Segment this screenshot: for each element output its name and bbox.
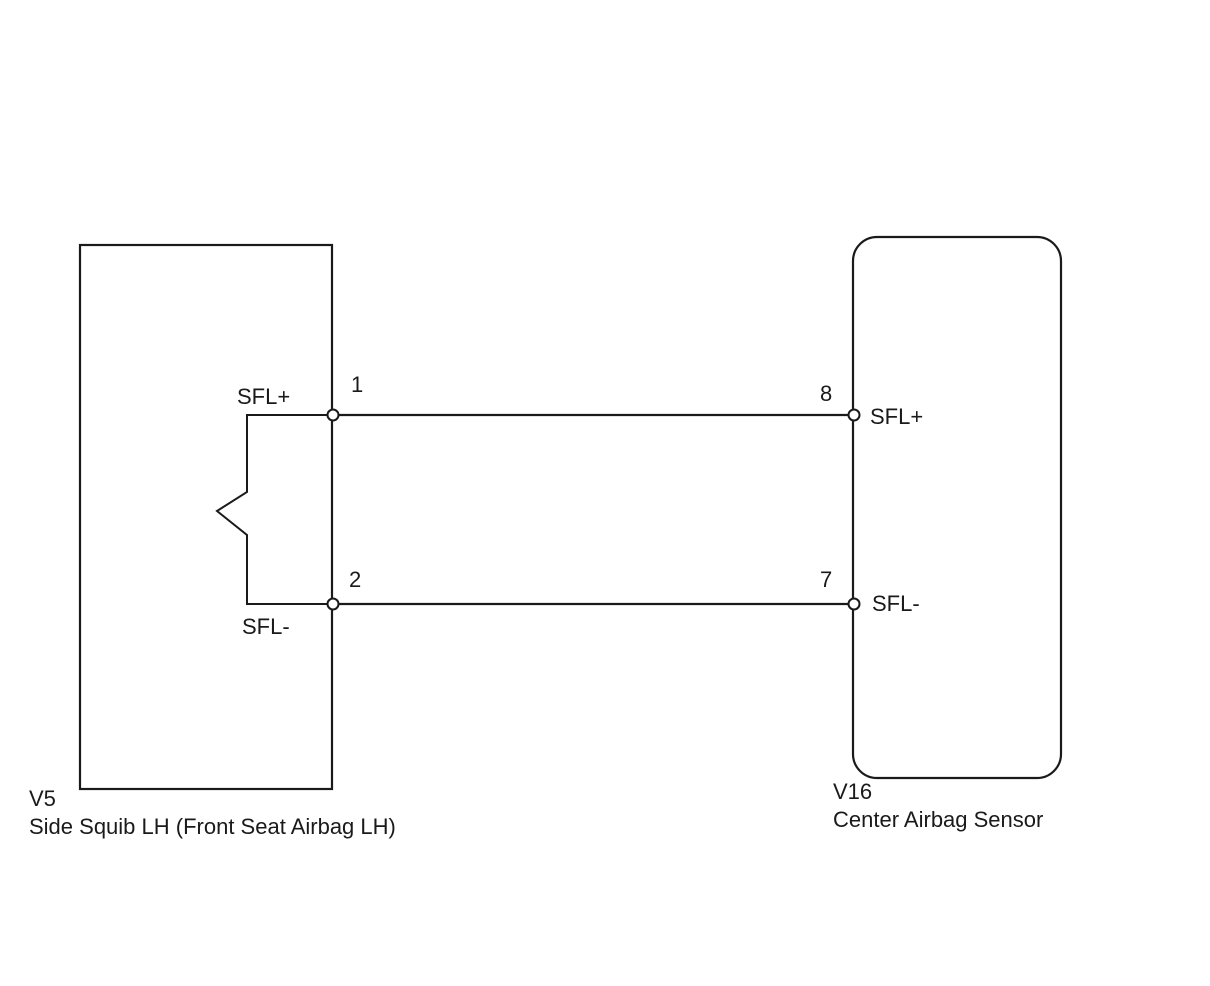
v5-pin-number-1: 1 [351, 372, 363, 397]
component-v5: SFL+ SFL- 1 2 V5 Side Squib LH (Front Se… [29, 243, 396, 839]
v16-pin-number-7: 7 [820, 567, 832, 592]
v5-pin-signal-plus: SFL+ [237, 384, 290, 409]
v5-pin-number-2: 2 [349, 567, 361, 592]
v5-component-name: Side Squib LH (Front Seat Airbag LH) [29, 814, 396, 839]
v5-pin-signal-minus: SFL- [242, 614, 290, 639]
v16-pin-signal-plus: SFL+ [870, 404, 923, 429]
component-v16: SFL+ SFL- 8 7 V16 Center Airbag Sensor [820, 235, 1063, 832]
terminal-v5-2 [326, 597, 340, 611]
v16-component-name: Center Airbag Sensor [833, 807, 1043, 832]
v5-connector-code: V5 [29, 786, 56, 811]
v16-pin-number-8: 8 [820, 381, 832, 406]
v16-pin-signal-minus: SFL- [872, 591, 920, 616]
terminal-v16-8 [847, 408, 861, 422]
terminal-v16-7 [847, 597, 861, 611]
squib-element-icon [215, 414, 332, 605]
side-squib-box [78, 243, 334, 791]
v16-connector-code: V16 [833, 779, 872, 804]
terminal-v5-1 [326, 408, 340, 422]
center-airbag-sensor-box [851, 235, 1063, 780]
